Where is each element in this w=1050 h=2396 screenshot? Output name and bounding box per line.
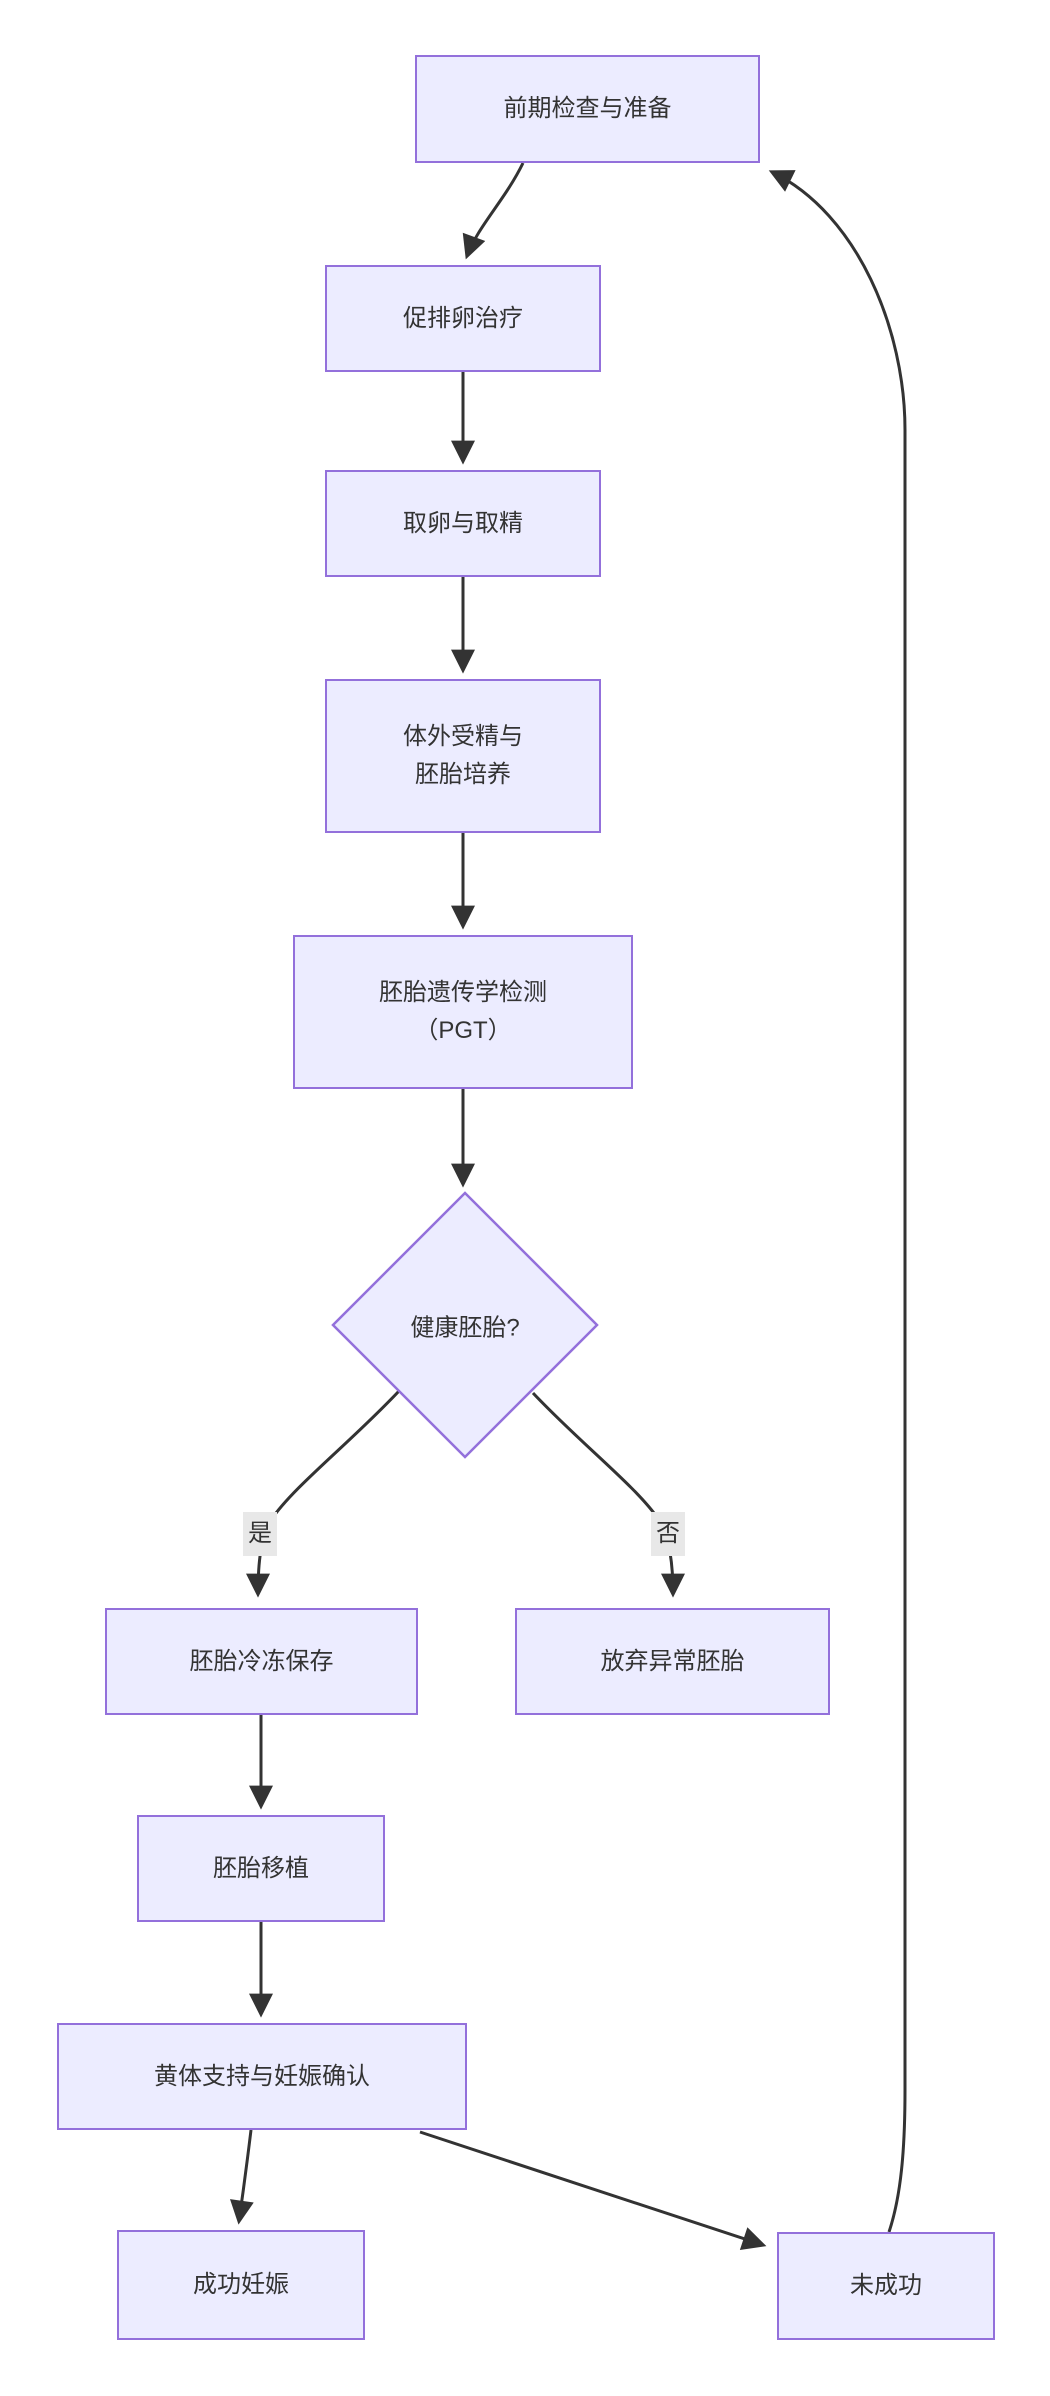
node-ivf-label-line1: 体外受精与 (403, 723, 523, 750)
node-ivf: 体外受精与 胚胎培养 (325, 679, 601, 833)
node-discard-label: 放弃异常胚胎 (600, 1647, 745, 1675)
node-success: 成功妊娠 (117, 2230, 365, 2340)
node-retrieval: 取卵与取精 (325, 470, 601, 577)
node-luteal: 黄体支持与妊娠确认 (57, 2023, 467, 2130)
edge-fail-to-prep-loop (768, 170, 907, 2233)
node-fail: 未成功 (777, 2232, 995, 2340)
node-stim: 促排卵治疗 (325, 265, 601, 372)
node-discard: 放弃异常胚胎 (515, 1608, 830, 1715)
node-prep-label: 前期检查与准备 (503, 95, 672, 122)
node-decision-label: 健康胚胎? (410, 1314, 520, 1342)
node-ivf-label-line2: 胚胎培养 (415, 761, 511, 788)
node-stim-label: 促排卵治疗 (403, 304, 523, 332)
node-freeze-label: 胚胎冷冻保存 (189, 1647, 334, 1675)
decision-diamond-shape (331, 1191, 599, 1459)
node-prep: 前期检查与准备 (415, 55, 760, 163)
node-transfer: 胚胎移植 (137, 1815, 385, 1922)
node-success-label: 成功妊娠 (193, 2271, 289, 2298)
node-retrieval-label: 取卵与取精 (403, 509, 523, 537)
edge-label-yes: 是 (243, 1512, 277, 1556)
node-pgt-label-line2: （PGT） (414, 1017, 512, 1044)
node-transfer-label: 胚胎移植 (213, 1854, 309, 1882)
node-luteal-label: 黄体支持与妊娠确认 (154, 2062, 370, 2090)
edge-decision-to-discard-no (531, 1391, 685, 1598)
node-pgt-label-line1: 胚胎遗传学检测 (379, 979, 547, 1006)
node-pgt: 胚胎遗传学检测 （PGT） (293, 935, 633, 1089)
edge-luteal-to-fail (419, 2130, 767, 2251)
edge-prep-to-stim (462, 162, 525, 260)
edge-luteal-to-success (230, 2129, 254, 2225)
edge-decision-to-freeze-yes (246, 1389, 401, 1598)
edge-label-no: 否 (651, 1512, 685, 1556)
node-fail-label: 未成功 (850, 2272, 922, 2299)
node-freeze: 胚胎冷冻保存 (105, 1608, 418, 1715)
